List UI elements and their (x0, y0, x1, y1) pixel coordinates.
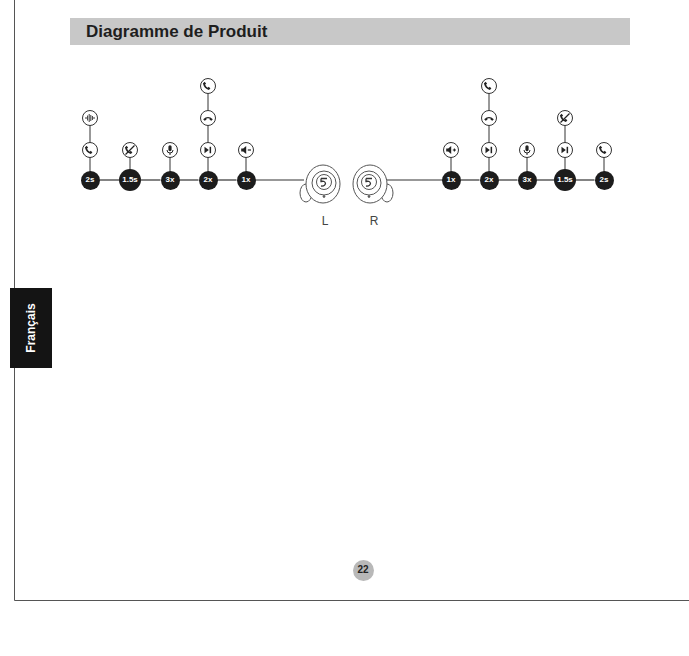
press-count-badge-text: 3x (166, 176, 175, 184)
timeline-segment (218, 179, 237, 180)
page-border (15, 0, 689, 601)
press-count-badge: 3x (518, 171, 537, 190)
press-count-badge: 2x (480, 171, 499, 190)
press-count-badge-text: 1x (242, 176, 251, 184)
press-count-badge-text: 1.5s (557, 176, 573, 184)
side-label: R (370, 214, 379, 228)
language-tab-text: Français (24, 303, 38, 352)
press-count-badge: 1x (442, 171, 461, 190)
press-count-badge: 2x (199, 171, 218, 190)
page-number-badge-text: 22 (357, 565, 368, 575)
title-band-text: Diagramme de Produit (86, 18, 267, 45)
press-count-badge: 1.5s (554, 169, 576, 191)
earbud-left (300, 165, 340, 203)
timeline-segment (180, 179, 199, 180)
press-count-badge-text: 2x (485, 176, 494, 184)
title-band: Diagramme de Produit (70, 18, 630, 45)
timeline-segment (499, 179, 518, 180)
press-count-badge-text: 2s (86, 176, 95, 184)
press-count-badge: 3x (161, 171, 180, 190)
side-label: L (322, 214, 329, 228)
timeline-segment (141, 179, 161, 180)
timeline-segment (461, 179, 480, 180)
press-count-badge-text: 1x (447, 176, 456, 184)
timeline-segment (100, 179, 120, 180)
press-count-badge-text: 2s (600, 176, 609, 184)
function-icons (83, 79, 612, 158)
press-count-badge-text: 3x (523, 176, 532, 184)
press-count-badge-text: 1.5s (122, 176, 138, 184)
timeline-segment (576, 179, 595, 180)
timeline-line (246, 179, 451, 180)
press-count-badge: 1x (237, 171, 256, 190)
language-tab: Français (10, 288, 52, 368)
press-count-badge: 2s (595, 171, 614, 190)
timeline-segment (537, 179, 555, 180)
press-count-badge-text: 2x (204, 176, 213, 184)
earbud-right (353, 165, 393, 203)
icon-stems (90, 86, 604, 172)
page-number-badge: 22 (353, 560, 374, 581)
press-count-badge: 2s (81, 171, 100, 190)
press-count-badge: 1.5s (119, 169, 141, 191)
